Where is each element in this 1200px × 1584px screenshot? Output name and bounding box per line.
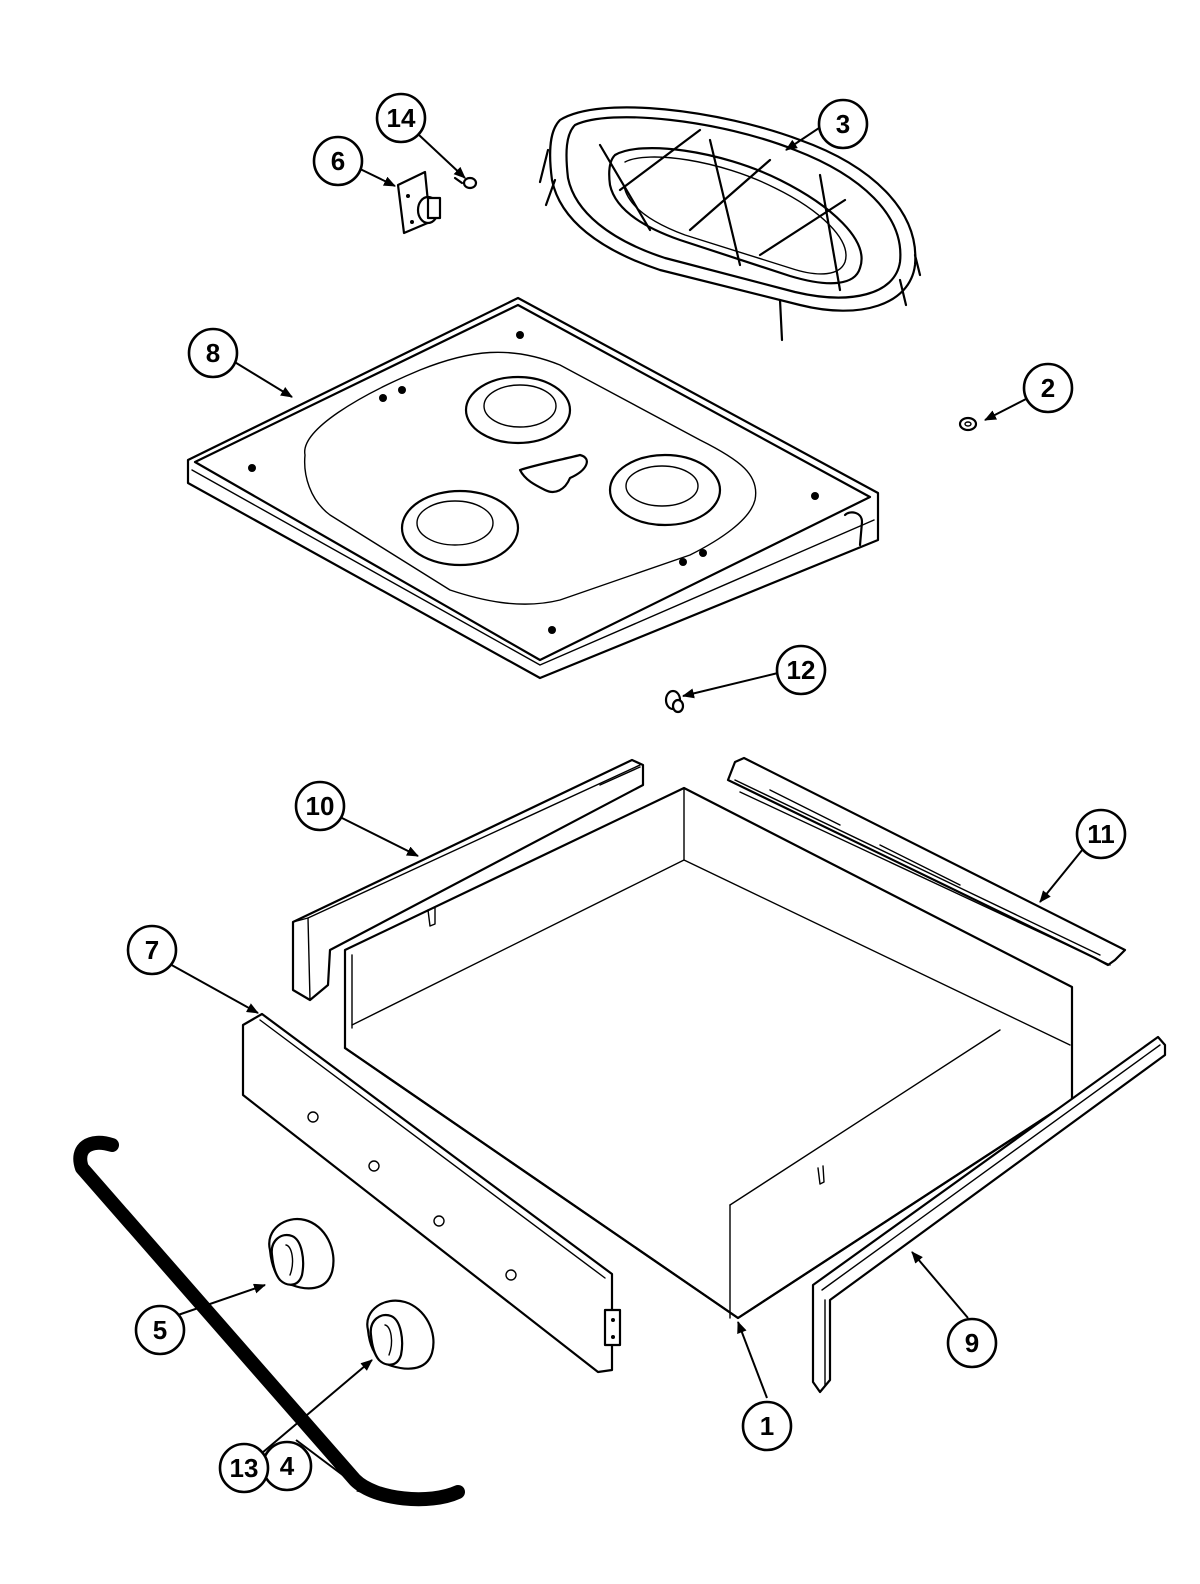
- svg-text:8: 8: [206, 338, 220, 368]
- callout-14: 14: [375, 92, 427, 144]
- callout-1: 1: [741, 1400, 793, 1452]
- callout-2: 2: [1022, 362, 1074, 414]
- part-hose: [73, 1135, 465, 1507]
- part-front-trim: [811, 1035, 1167, 1394]
- part-knob-5: [268, 1217, 335, 1290]
- part-plug: [664, 689, 685, 714]
- svg-text:1: 1: [760, 1411, 774, 1441]
- callout-10: 10: [294, 780, 346, 832]
- callout-8: 8: [187, 327, 239, 379]
- part-switch: [396, 170, 442, 235]
- svg-text:13: 13: [230, 1453, 259, 1483]
- callout-3: 3: [817, 98, 869, 150]
- part-grate: [538, 106, 922, 342]
- part-side-trim-left: [291, 758, 645, 1002]
- svg-text:10: 10: [306, 791, 335, 821]
- svg-text:12: 12: [787, 655, 816, 685]
- part-nut: [958, 416, 978, 432]
- callout-5: 5: [134, 1304, 186, 1356]
- callout-7: 7: [126, 924, 178, 976]
- callout-11: 11: [1075, 808, 1127, 860]
- callout-13: 13: [218, 1442, 270, 1494]
- part-control-panel: [241, 1012, 622, 1374]
- svg-text:7: 7: [145, 935, 159, 965]
- leader-lines: [167, 125, 1084, 1495]
- svg-text:4: 4: [280, 1451, 295, 1481]
- svg-text:14: 14: [387, 103, 416, 133]
- callout-4: 4: [261, 1440, 313, 1492]
- svg-text:9: 9: [965, 1328, 979, 1358]
- callout-12: 12: [775, 644, 827, 696]
- callout-9: 9: [946, 1317, 998, 1369]
- part-side-trim-right: [726, 756, 1127, 967]
- svg-text:5: 5: [153, 1315, 167, 1345]
- callout-6: 6: [312, 135, 364, 187]
- svg-text:2: 2: [1041, 373, 1055, 403]
- svg-text:11: 11: [1087, 819, 1115, 849]
- part-screw-14: [453, 176, 478, 190]
- part-cooktop: [186, 296, 880, 680]
- svg-text:3: 3: [836, 109, 850, 139]
- svg-text:6: 6: [331, 146, 345, 176]
- part-knob-13: [366, 1299, 435, 1370]
